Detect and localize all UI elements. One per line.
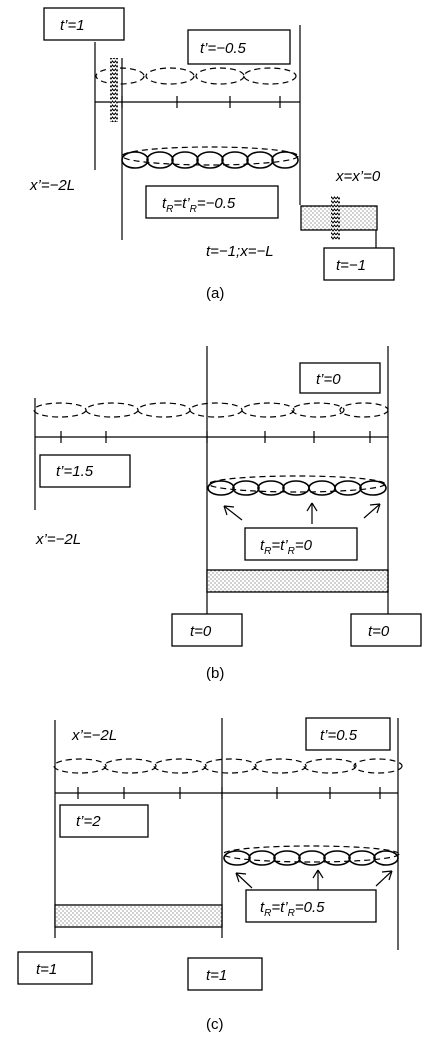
box-tR-b: tR=t’R=0 xyxy=(244,527,358,561)
panel-c: t’=0.5 t’=2 tR=t’R=0.5 t=1 t=1 x’=−2L (c… xyxy=(17,717,403,1033)
svg-text:t’=0.5: t’=0.5 xyxy=(320,727,358,744)
box-tR-a: tR=t’R=−0.5 xyxy=(145,185,279,219)
svg-text:tR=t’R=−0.5: tR=t’R=−0.5 xyxy=(162,195,236,215)
arrows-b xyxy=(223,502,381,524)
hatched-post-a2 xyxy=(331,196,340,240)
ellipse-chain-b xyxy=(207,475,387,496)
svg-text:t=1: t=1 xyxy=(36,961,57,978)
label-x-prime-a: x’=−2L xyxy=(29,177,75,194)
svg-text:t’=1.5: t’=1.5 xyxy=(56,463,94,480)
axis-c xyxy=(55,787,398,799)
box-t-1-mid: t=1 xyxy=(187,957,263,991)
box-t-0-left: t=0 xyxy=(171,613,243,647)
label-t-x-a: t=−1;x=−L xyxy=(206,243,274,260)
label-x-prime-c: x’=−2L xyxy=(71,727,117,744)
hatched-post-a xyxy=(110,58,118,122)
box-t-prime-1-5: t’=1.5 xyxy=(39,454,131,488)
axis-a xyxy=(95,96,300,108)
label-x-eq-a: x=x’=0 xyxy=(335,168,381,185)
caption-a: (a) xyxy=(206,285,224,302)
svg-text:t=1: t=1 xyxy=(206,967,227,984)
box-t-minus-1: t=−1 xyxy=(323,247,395,281)
dotted-bar-b xyxy=(206,569,389,593)
box-t-prime-1: t’=1 xyxy=(43,7,125,41)
ellipse-chain-a xyxy=(121,146,299,169)
dashed-ellipse-chain-c xyxy=(53,758,403,774)
ellipse-chain-c xyxy=(222,845,400,866)
box-tR-c: tR=t’R=0.5 xyxy=(245,889,377,923)
svg-text:tR=t’R=0.5: tR=t’R=0.5 xyxy=(260,899,325,919)
svg-text:tR=t’R=0: tR=t’R=0 xyxy=(260,537,313,557)
svg-text:t=0: t=0 xyxy=(368,623,390,640)
box-t-prime-2: t’=2 xyxy=(59,804,149,838)
dashed-ellipse-chain-b xyxy=(33,402,389,418)
panel-b: t’=0 t’=1.5 tR=t’R=0 t=0 t=0 x’=−2L (b) xyxy=(33,346,422,682)
svg-text:t’=2: t’=2 xyxy=(76,813,101,830)
svg-text:t’=−0.5: t’=−0.5 xyxy=(200,40,247,57)
box-t-1-left: t=1 xyxy=(17,951,93,985)
svg-text:t’=1: t’=1 xyxy=(60,17,85,34)
box-t-prime-0: t’=0 xyxy=(299,362,381,394)
box-t-0-right: t=0 xyxy=(350,613,422,647)
arrows-c xyxy=(235,869,393,890)
caption-c: (c) xyxy=(206,1016,224,1033)
svg-text:t=−1: t=−1 xyxy=(336,257,366,274)
dashed-ellipse-chain-a xyxy=(95,67,297,85)
svg-text:t’=0: t’=0 xyxy=(316,371,341,388)
box-t-prime-minus-0-5: t’=−0.5 xyxy=(187,29,291,65)
label-x-prime-b: x’=−2L xyxy=(35,531,81,548)
box-t-prime-0-5: t’=0.5 xyxy=(305,717,391,751)
axis-b xyxy=(35,431,388,443)
panel-a: t’=1 t’=−0.5 tR=t’R=−0.5 t=−1 x’=−2L x=x… xyxy=(29,7,395,302)
dotted-bar-c xyxy=(54,904,223,928)
caption-b: (b) xyxy=(206,665,224,682)
svg-text:t=0: t=0 xyxy=(190,623,212,640)
